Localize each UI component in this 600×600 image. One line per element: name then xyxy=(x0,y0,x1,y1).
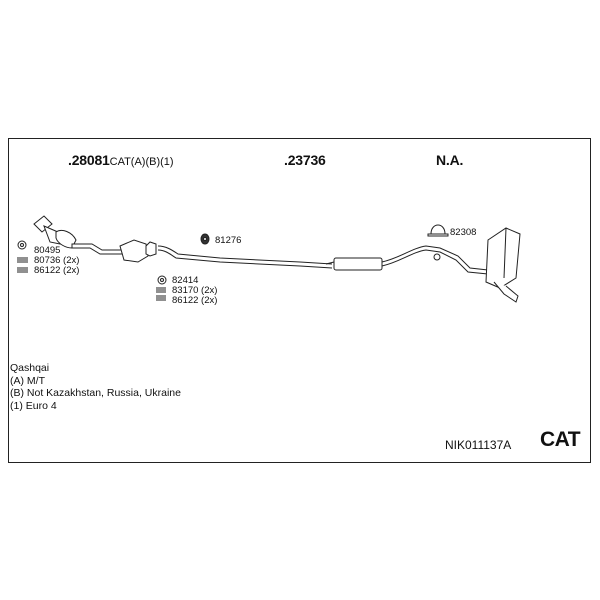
spring-icon xyxy=(17,257,28,273)
note-a: (A) M/T xyxy=(10,374,45,387)
clamp-icon xyxy=(427,224,449,237)
part-label-81276: 81276 xyxy=(215,235,242,246)
gasket-icon-2 xyxy=(157,275,167,285)
model-name: Qashqai xyxy=(10,362,50,374)
front-catalytic-converter xyxy=(33,215,123,255)
spring-icon-2 xyxy=(156,287,166,301)
hanger-icon xyxy=(433,253,441,261)
rear-muffler xyxy=(485,227,521,303)
part-label-82308: 82308 xyxy=(450,227,477,238)
note-1: (1) Euro 4 xyxy=(10,399,57,412)
part-label-86122-a: 86122 (2x) xyxy=(34,265,80,276)
reference-number: NIK011137A xyxy=(445,438,512,452)
middle-pipe xyxy=(157,245,333,269)
category-label: CAT xyxy=(540,428,581,451)
part-label-80495: 80495 xyxy=(34,245,61,256)
part-3-number: N.A. xyxy=(436,152,464,168)
part-1-suffix: CAT(A)(B)(1) xyxy=(109,156,174,168)
gasket-icon xyxy=(17,240,27,250)
part-2-number: .23736 xyxy=(284,152,326,168)
note-b: (B) Not Kazakhstan, Russia, Ukraine xyxy=(10,387,181,399)
rear-pipe xyxy=(381,245,489,275)
part-label-82414: 82414 xyxy=(172,275,199,286)
part-1-label: .28081CAT(A)(B)(1) xyxy=(68,152,174,168)
second-catalytic-converter xyxy=(119,239,157,263)
rubber-mount-icon xyxy=(200,233,210,245)
part-label-86122-b: 86122 (2x) xyxy=(172,295,218,306)
center-muffler xyxy=(325,257,383,271)
part-label-83170: 83170 (2x) xyxy=(172,285,218,296)
diagram-frame xyxy=(8,138,591,463)
part-1-number: .28081 xyxy=(68,152,110,168)
vehicle-notes: Qashqai (A) M/T (B) Not Kazakhstan, Russ… xyxy=(10,362,181,412)
part-label-80736: 80736 (2x) xyxy=(34,255,80,266)
